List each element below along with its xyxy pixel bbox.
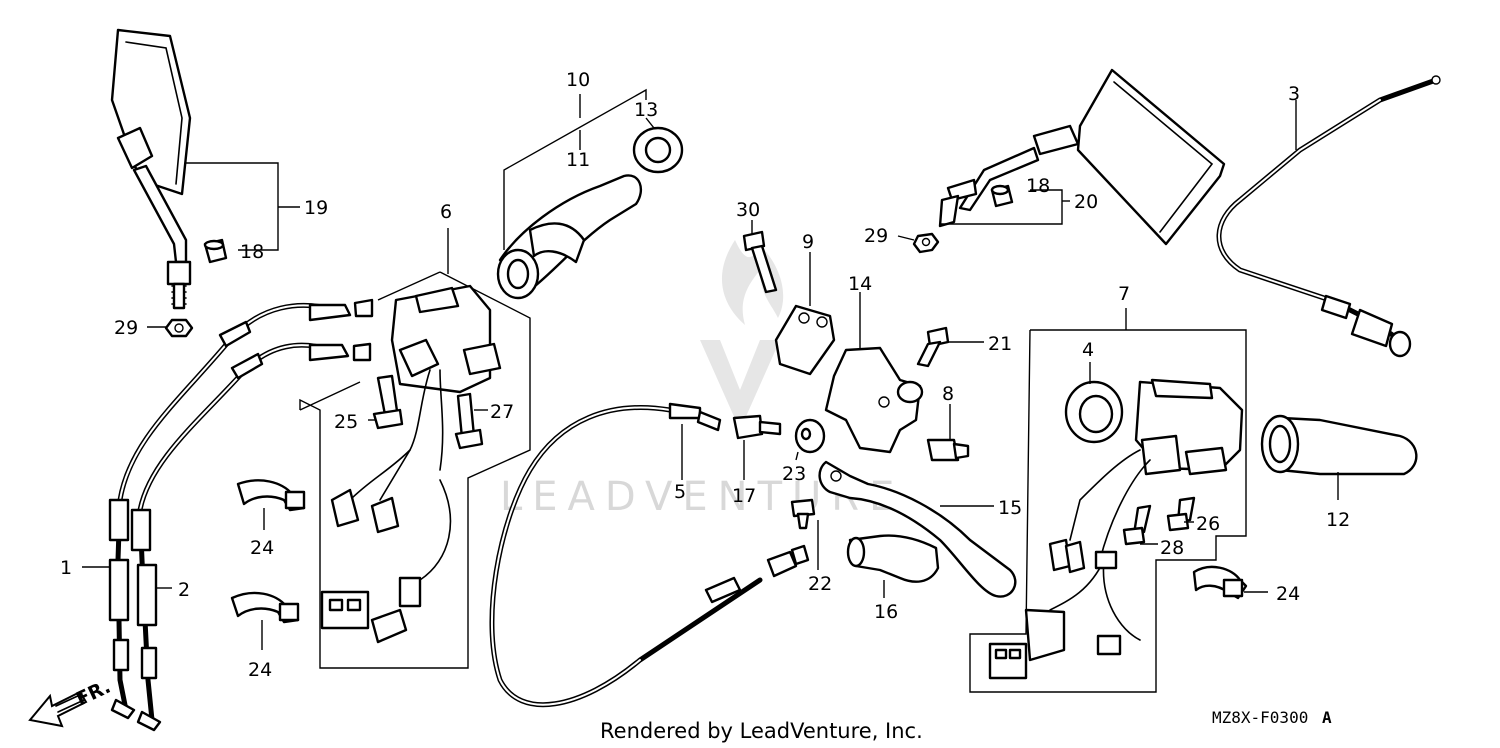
nut-29-left <box>164 318 194 338</box>
callout-9: 9 <box>802 231 814 253</box>
callout-8: 8 <box>942 383 954 405</box>
callout-1: 1 <box>60 557 72 579</box>
callout-24-top: 24 <box>250 537 274 559</box>
callout-28: 28 <box>1160 537 1184 559</box>
bracket-14 <box>824 346 924 454</box>
callout-13: 13 <box>634 99 658 121</box>
callout-4: 4 <box>1082 339 1094 361</box>
callout-10: 10 <box>566 69 590 91</box>
left-switch-housing <box>320 284 502 644</box>
callout-18-right: 18 <box>1026 175 1050 197</box>
callout-25: 25 <box>334 411 358 433</box>
callout-30: 30 <box>736 199 760 221</box>
callout-11: 11 <box>566 149 590 171</box>
callout-20: 20 <box>1074 191 1098 213</box>
direction-label: FR. <box>73 676 114 711</box>
callout-7: 7 <box>1118 283 1130 305</box>
callout-6: 6 <box>440 201 452 223</box>
callout-18-left: 18 <box>240 241 264 263</box>
diagram-code: MZ8X-F0300 <box>1212 708 1308 727</box>
cable-3 <box>1216 75 1441 358</box>
bolt-30 <box>742 230 778 294</box>
screw-25 <box>372 374 404 430</box>
lever-15 <box>818 460 1017 598</box>
callout-24-bottom: 24 <box>248 659 272 681</box>
collar-4 <box>1064 380 1124 444</box>
screw-27 <box>454 392 484 450</box>
callout-24-right: 24 <box>1276 583 1300 605</box>
callout-27: 27 <box>490 401 514 423</box>
callout-29-right: 29 <box>864 225 888 247</box>
holder-9 <box>774 304 836 376</box>
callout-5: 5 <box>674 481 686 503</box>
screw-26 <box>1166 496 1196 532</box>
callout-15: 15 <box>998 497 1022 519</box>
callout-29-left: 29 <box>114 317 138 339</box>
grip-ring-13 <box>632 126 684 174</box>
screw-22 <box>790 498 816 530</box>
right-mirror <box>938 68 1226 246</box>
cover-16 <box>846 534 940 583</box>
adjuster-17 <box>732 414 782 440</box>
callout-3: 3 <box>1288 83 1300 105</box>
callout-17: 17 <box>732 485 756 507</box>
nut-29-right <box>912 232 940 254</box>
left-mirror <box>110 28 192 310</box>
nut-18-right <box>990 184 1014 208</box>
screw-28 <box>1122 504 1152 546</box>
right-switch-housing <box>988 378 1244 680</box>
clamp-24-middle <box>230 591 300 624</box>
callout-2: 2 <box>178 579 190 601</box>
clamp-24-top <box>236 479 306 512</box>
grip-12 <box>1260 414 1418 476</box>
throttle-cables <box>108 298 374 732</box>
callout-16: 16 <box>874 601 898 623</box>
clamp-24-right <box>1192 565 1248 600</box>
cable-5 <box>489 402 810 708</box>
throttle-grip <box>496 174 643 300</box>
rendered-by-credit: Rendered by LeadVenture, Inc. <box>600 719 923 743</box>
callout-21: 21 <box>988 333 1012 355</box>
callout-19: 19 <box>304 197 328 219</box>
nut-18-left <box>203 238 228 264</box>
switch-8 <box>926 438 970 462</box>
callout-12: 12 <box>1326 509 1350 531</box>
bolt-21 <box>916 326 950 368</box>
callout-26: 26 <box>1196 513 1220 535</box>
callout-23: 23 <box>782 463 806 485</box>
callout-22: 22 <box>808 573 832 595</box>
front-direction-arrow: FR. <box>28 676 114 728</box>
nut-23 <box>794 418 826 454</box>
diagram-code-suffix: A <box>1322 708 1332 727</box>
callout-14: 14 <box>848 273 872 295</box>
